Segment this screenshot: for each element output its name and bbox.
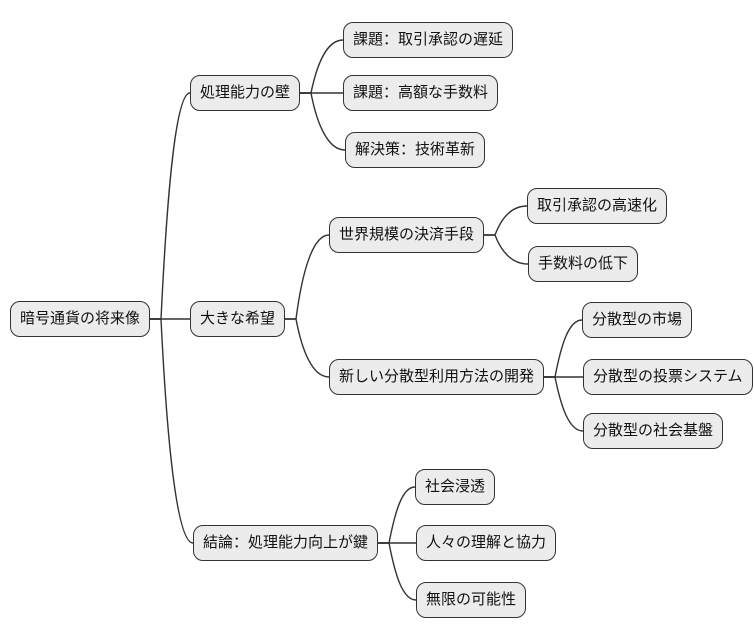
node-issue-high-fees: 課題：高額な手数料 [343,75,499,111]
node-global-payment-method: 世界規模の決済手段 [329,217,485,253]
node-conclusion-throughput-key: 結論：処理能力向上が鍵 [193,525,379,561]
mindmap-edge [377,542,417,601]
mindmap-edge [483,205,528,236]
node-decentralized-voting: 分散型の投票システム [583,359,753,395]
mindmap-edge [149,92,191,320]
node-social-adoption: 社会浸透 [415,469,496,505]
mindmap-edge [543,376,584,432]
node-big-hope: 大きな希望 [190,301,286,337]
node-faster-confirmation: 取引承認の高速化 [527,188,668,224]
mindmap-edge [543,319,583,378]
node-decentralized-market: 分散型の市場 [582,302,693,338]
mindmap-edge [299,92,346,151]
node-understanding-cooperation: 人々の理解と協力 [416,525,557,561]
mindmap-edge [149,318,194,544]
node-decentralized-infrastructure: 分散型の社会基盤 [583,413,724,449]
mindmap-edge [377,486,416,544]
node-lower-fees: 手数料の低下 [528,246,639,282]
node-infinite-potential: 無限の可能性 [416,582,527,618]
node-issue-confirmation-delay: 課題：取引承認の遅延 [343,22,514,58]
mindmap-edge [483,234,529,265]
mindmap-edge [284,234,330,320]
mindmap-edge [299,39,344,94]
mindmap-edge [284,318,330,378]
node-crypto-future: 暗号通貨の将来像 [10,301,151,337]
node-solution-innovation: 解決策：技術革新 [345,132,486,168]
node-new-decentralized-uses: 新しい分散型利用方法の開発 [329,359,545,395]
node-processing-wall: 処理能力の壁 [190,75,301,111]
